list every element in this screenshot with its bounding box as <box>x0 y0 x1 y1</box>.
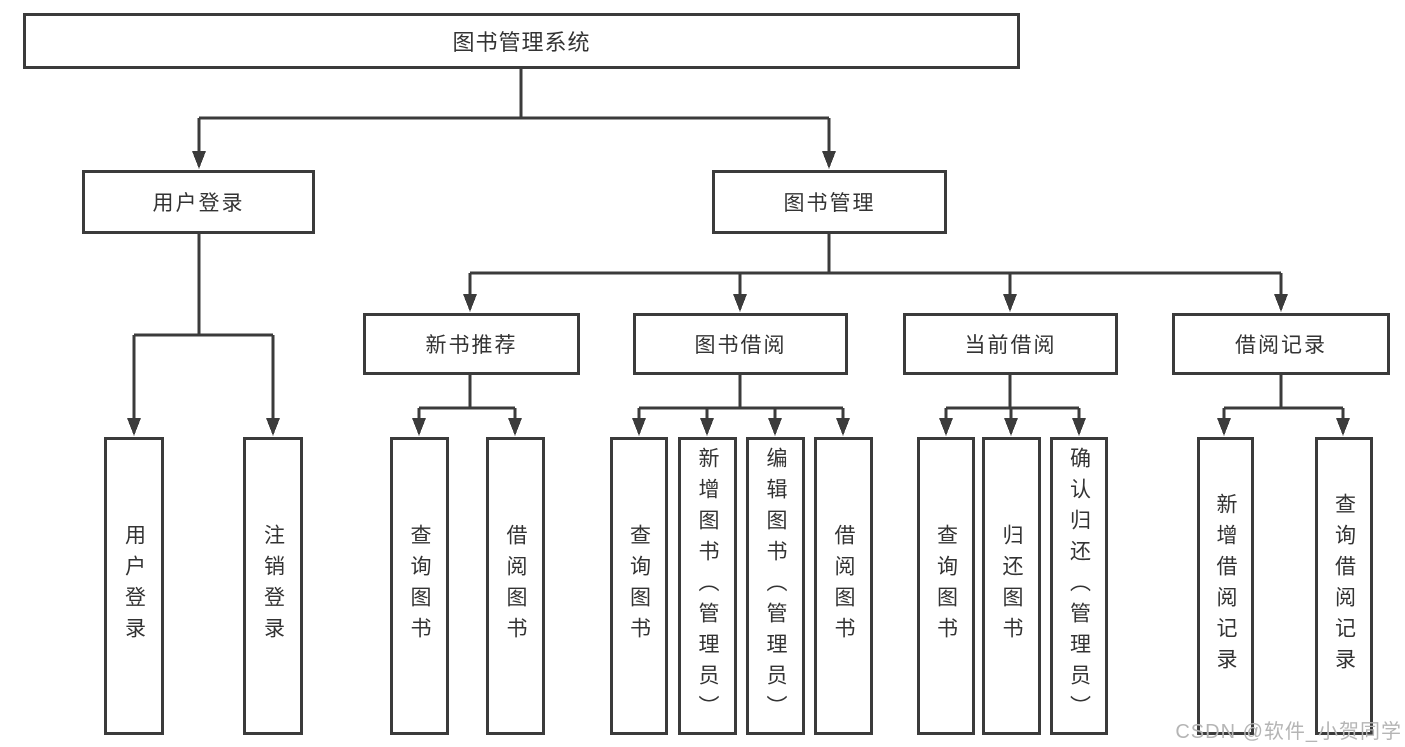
node-leaf-borrow-books-2: 借阅图书 <box>814 437 873 735</box>
node-label: 借阅图书 <box>832 524 855 648</box>
node-current-borrow: 当前借阅 <box>903 313 1118 375</box>
node-label: 查询借阅记录 <box>1332 493 1356 679</box>
node-leaf-add-book-admin: 新增图书（管理员） <box>678 437 737 735</box>
node-leaf-return-book: 归还图书 <box>982 437 1041 735</box>
edge-user-login-children <box>127 234 280 436</box>
node-label: 新增借阅记录 <box>1214 493 1237 679</box>
node-borrow-record: 借阅记录 <box>1172 313 1390 375</box>
node-label: 归还图书 <box>1000 524 1023 648</box>
node-leaf-confirm-return-admin: 确认归还（管理员） <box>1050 437 1108 735</box>
node-leaf-query-borrow-record: 查询借阅记录 <box>1315 437 1373 735</box>
node-leaf-borrow-books-1: 借阅图书 <box>486 437 545 735</box>
node-label: 新增图书（管理员） <box>696 446 719 726</box>
node-leaf-query-books-2: 查询图书 <box>610 437 668 735</box>
edge-root-to-level2 <box>192 68 836 169</box>
node-library-management-system: 图书管理系统 <box>23 13 1020 69</box>
node-label: 查询图书 <box>408 524 431 648</box>
node-leaf-add-borrow-record: 新增借阅记录 <box>1197 437 1254 735</box>
node-label: 注销登录 <box>261 524 285 648</box>
csdn-watermark: CSDN @软件_小贺同学 <box>1175 721 1402 743</box>
node-book-borrow: 图书借阅 <box>633 313 848 375</box>
node-label: 用户登录 <box>122 524 146 648</box>
edge-book-borrow-children <box>632 375 850 436</box>
edge-borrow-record-children <box>1217 375 1350 436</box>
node-label: 查询图书 <box>934 524 958 648</box>
node-label: 编辑图书（管理员） <box>764 446 787 726</box>
edge-new-book-recommend-children <box>412 375 522 436</box>
node-label: 借阅图书 <box>504 524 527 648</box>
node-leaf-user-login: 用户登录 <box>104 437 164 735</box>
node-label: 确认归还（管理员） <box>1067 446 1091 726</box>
node-new-book-recommend: 新书推荐 <box>363 313 580 375</box>
node-label: 查询图书 <box>627 524 651 648</box>
edge-current-borrow-children <box>939 375 1086 436</box>
node-book-management: 图书管理 <box>712 170 947 234</box>
node-leaf-logout: 注销登录 <box>243 437 303 735</box>
edge-book-management-children <box>463 234 1288 312</box>
node-leaf-query-books-3: 查询图书 <box>917 437 975 735</box>
node-user-login: 用户登录 <box>82 170 315 234</box>
node-leaf-query-books-1: 查询图书 <box>390 437 449 735</box>
node-leaf-edit-book-admin: 编辑图书（管理员） <box>746 437 805 735</box>
